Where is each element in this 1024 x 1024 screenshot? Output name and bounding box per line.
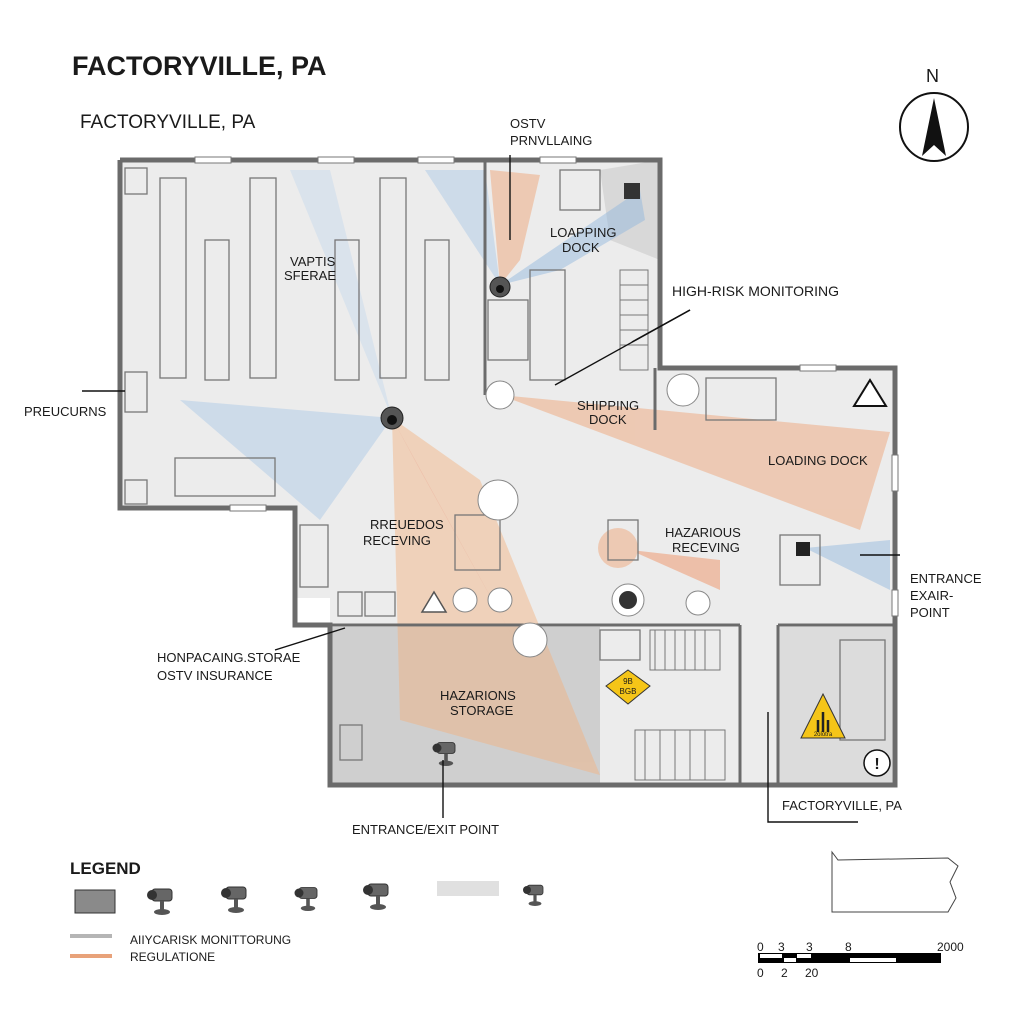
scale-tick: 0 [757,966,764,980]
legend-label-regulation: REGULATIONE [130,950,215,964]
legend-camera-icon [294,887,318,912]
security-camera-icon [796,542,810,556]
legend-title: LEGEND [70,859,141,878]
legend-camera-icon [522,884,544,907]
legend-room-swatch [74,889,116,914]
scale-tick: 3 [778,940,785,954]
label-preucurns: PREUCURNS [24,404,107,419]
scale-bar-ticks: 0 3 3 8 2000 0 2 20 [757,940,964,980]
label-sferae: SFERAE [284,268,336,283]
equipment [452,373,711,658]
sign-triangle-text: 2olotra [814,732,833,738]
camera-coverage-cones [180,170,890,775]
label-receving: RECEVING [363,533,431,548]
windows [194,156,899,617]
interior-walls [330,160,895,785]
label-vaptis: VAPTIS [290,254,336,269]
legend-camera-icon [220,886,247,914]
area-labels: OSTV PRNVLLAING LOAPPING DOCK VAPTIS SFE… [24,116,982,837]
legend-camera-icon [146,888,173,916]
hazard-diamond-sign-icon [605,669,651,705]
label-exair: EXAIR- [910,588,953,603]
label-loading-dock: LOADING DOCK [768,453,868,468]
map-title: FACTORYVILLE, PA [72,51,327,81]
label-ostv-insurance: OSTV INSURANCE [157,668,273,683]
legend-camera-icon [362,883,389,911]
label-factoryville-bottom: FACTORYVILLE, PA [782,798,902,813]
sign-diamond-text: BGB [620,687,637,696]
label-hazarious: HAZARIOUS [665,525,741,540]
scale-tick: 20 [805,966,819,980]
label-hazarious-receving: RECEVING [672,540,740,555]
stairs [619,269,726,781]
label-shipping-dock: DOCK [589,412,627,427]
map-subtitle: FACTORYVILLE, PA [80,112,256,133]
exclamation-text: ! [874,756,879,773]
pennsylvania-outline-icon [831,850,959,913]
label-entrance: ENTRANCE [910,571,982,586]
label-prnvllaing: PRNVLLAING [510,133,592,148]
label-high-risk-monitoring: HIGH-RISK MONITORING [672,283,839,299]
storage-racks [124,167,886,761]
compass-label: N [926,66,939,86]
security-camera-icon [624,183,640,199]
label-shipping: SHIPPING [577,398,639,413]
scale-tick: 2000 [937,940,964,954]
label-rreuedos: RREUEDOS [370,517,444,532]
scale-bar [758,953,941,963]
label-hazarions-storage: STORAGE [450,703,514,718]
scale-tick: 8 [845,940,852,954]
compass-north-arrow-icon [899,92,969,162]
scale-tick: 3 [806,940,813,954]
scale-tick: 0 [757,940,764,954]
hazarions-storage-room [332,627,600,783]
legend-label-monitoring: AIIYCARISK MONITTORUNG [130,933,291,947]
exclamation-icon [863,749,891,777]
security-camera-icon [489,276,511,298]
security-camera-icon [380,406,404,430]
security-camera-icon [619,591,637,609]
legend-line-orange [70,954,112,958]
label-hazarions: HAZARIONS [440,688,516,703]
legend-gray-swatch [437,881,499,896]
label-dock: DOCK [562,240,600,255]
label-loapping: LOAPPING [550,225,616,240]
label-ostv: OSTV [510,116,546,131]
legend-line-gray [70,934,112,938]
label-point: POINT [910,605,950,620]
sign-diamond-text: 9B [623,677,633,686]
leader-lines [82,155,900,823]
building-floor [120,160,895,785]
hazard-warning-triangle-icon [420,378,888,613]
scale-tick: 2 [781,966,788,980]
hazard-yellow-triangle-icon [800,692,846,739]
label-honpacaing-storage: HONPACAING.STORAE [157,650,301,665]
label-entrance-exit-point: ENTRANCE/EXIT POINT [352,822,499,837]
